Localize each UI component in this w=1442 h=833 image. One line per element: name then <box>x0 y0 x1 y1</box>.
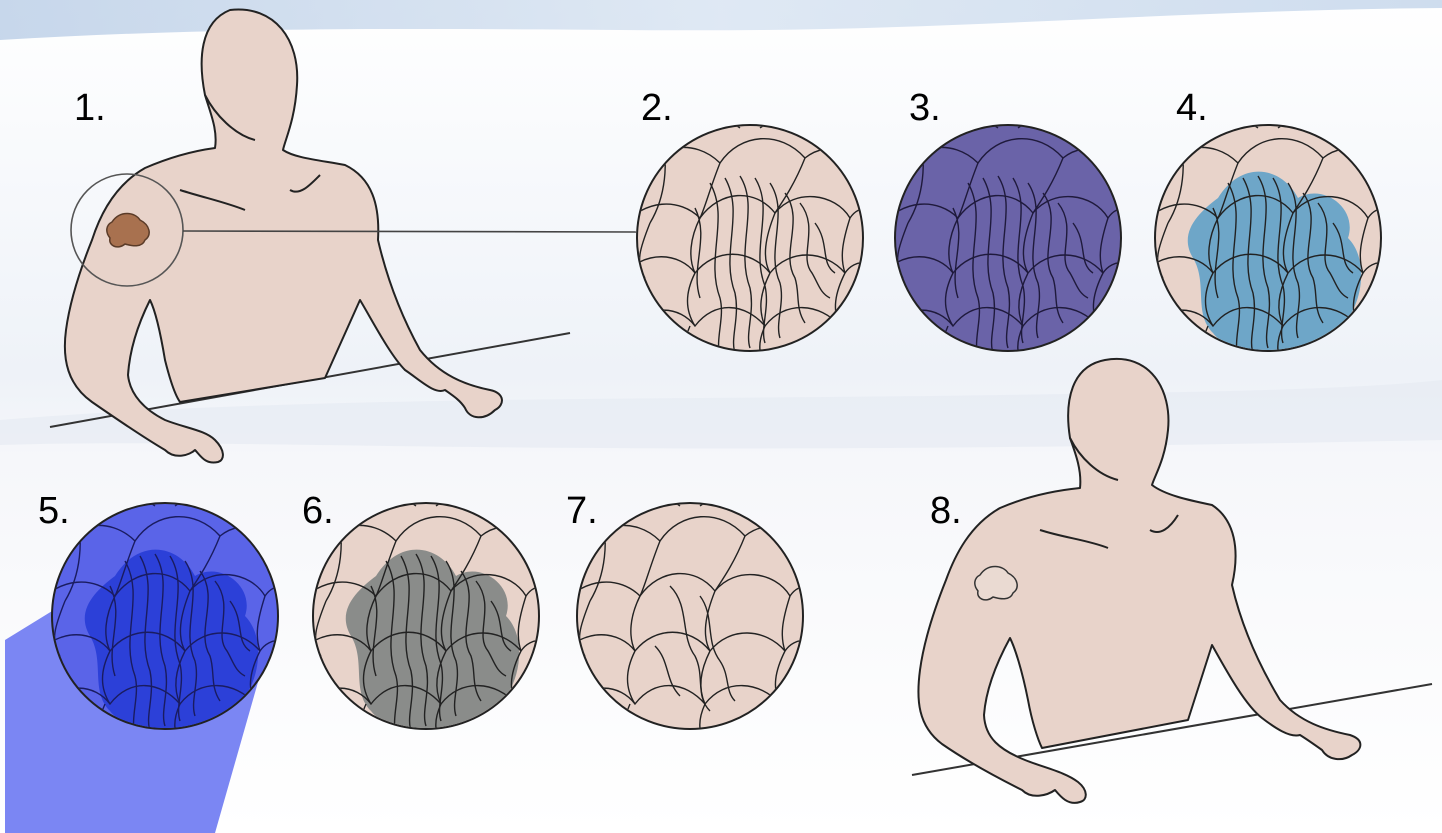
step-label-8: 8. <box>930 490 962 532</box>
step-label-2: 2. <box>641 87 673 129</box>
step-label-4: 4. <box>1176 87 1208 129</box>
step-label-5: 5. <box>38 490 70 532</box>
step-label-3: 3. <box>909 87 941 129</box>
step-label-1: 1. <box>74 87 106 129</box>
step-label-6: 6. <box>302 490 334 532</box>
step-label-7: 7. <box>566 490 598 532</box>
